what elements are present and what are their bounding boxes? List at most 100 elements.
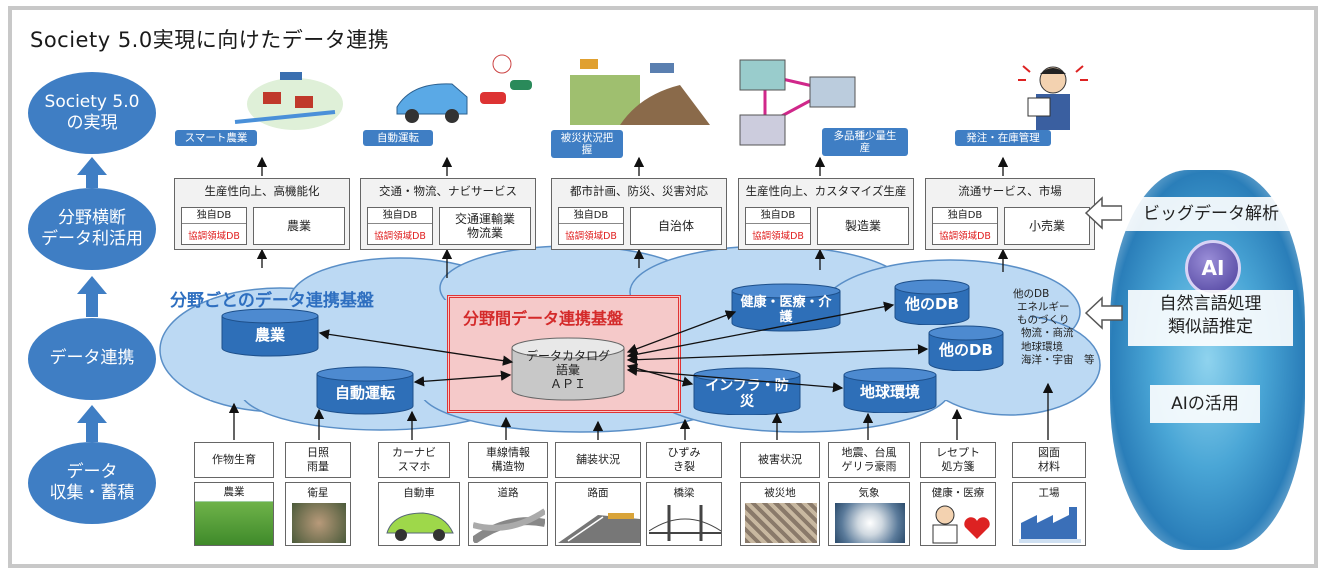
road-surface-icon bbox=[558, 513, 640, 543]
coop-db-label: 協調領域DB bbox=[752, 231, 804, 242]
source-image-agriculture: 農業 bbox=[194, 482, 274, 546]
app-label-high-mix-production: 多品種少量生 産 bbox=[822, 128, 908, 157]
source-data-label: 作物生育 bbox=[194, 442, 274, 478]
source-data-label: ひずみ き裂 bbox=[646, 442, 722, 478]
db-node-shape bbox=[894, 279, 970, 325]
hub-platform-title: 分野間データ連携基盤 bbox=[463, 309, 624, 328]
up-arrow-icon bbox=[77, 157, 107, 188]
db-node-shape bbox=[316, 366, 414, 415]
source-data-label: 舗装状況 bbox=[555, 442, 641, 478]
own-db-box: 独自DB 協調領域DB bbox=[558, 207, 624, 245]
disaster-photo bbox=[745, 503, 817, 543]
db-node-earth-env: 地球環境 bbox=[859, 383, 920, 402]
other-db-item: エネルギー bbox=[1017, 301, 1070, 314]
hollow-left-arrow-icon bbox=[1084, 196, 1123, 230]
coop-db-label: 協調領域DB bbox=[188, 231, 240, 242]
domain-box-agriculture: 生産性向上、高機能化 独自DB 協調領域DB 農業 bbox=[174, 178, 350, 250]
domain-title: 流通サービス、市場 bbox=[958, 184, 1062, 198]
other-db-item: 他のDB bbox=[1013, 288, 1050, 300]
source-name: 自動車 bbox=[403, 487, 435, 499]
up-arrow-icon bbox=[77, 405, 107, 442]
up-arrow-icon bbox=[77, 276, 107, 317]
ai-usage-label: AIの活用 bbox=[1150, 385, 1260, 423]
source-name: 衛星 bbox=[307, 487, 329, 499]
coop-db-label: 協調領域DB bbox=[565, 231, 617, 242]
source-image-weather: 気象 bbox=[828, 482, 910, 546]
bigdata-analysis-label: ビッグデータ解析 bbox=[1122, 197, 1300, 231]
satellite-photo bbox=[292, 503, 346, 543]
own-db-box: 独自DB 協調領域DB bbox=[367, 207, 433, 245]
db-node-other-1: 他のDB bbox=[905, 295, 959, 314]
app-label-smart-farming: スマート農業 bbox=[175, 130, 257, 147]
domain-title: 都市計画、防災、災害対応 bbox=[570, 184, 708, 198]
factory-network-illustration bbox=[739, 59, 856, 146]
ai-badge: AI bbox=[1185, 240, 1241, 296]
domain-title: 生産性向上、高機能化 bbox=[204, 184, 320, 198]
own-db-label: 独自DB bbox=[933, 208, 997, 224]
source-data-label: 地震、台風 ゲリラ豪雨 bbox=[828, 442, 910, 478]
own-db-label: 独自DB bbox=[559, 208, 623, 224]
source-name: 橋梁 bbox=[673, 487, 695, 499]
own-db-label: 独自DB bbox=[746, 208, 810, 224]
source-data-label: 図面 材料 bbox=[1012, 442, 1086, 478]
level-society: Society 5.0 の実現 bbox=[28, 72, 156, 154]
own-db-box: 独自DB 協調領域DB bbox=[745, 207, 811, 245]
domain-name: 交通運輸業 物流業 bbox=[439, 207, 531, 245]
other-db-item: 海洋・宇宙 等 bbox=[1021, 353, 1095, 366]
car-icon bbox=[386, 512, 454, 541]
domain-box-manufacturing: 生産性向上、カスタマイズ生産 独自DB 協調領域DB 製造業 bbox=[738, 178, 914, 250]
db-node-shape bbox=[928, 325, 1004, 371]
source-image-car: 自動車 bbox=[378, 482, 460, 546]
coop-db-label: 協調領域DB bbox=[374, 231, 426, 242]
domain-title: 生産性向上、カスタマイズ生産 bbox=[745, 184, 907, 198]
order-clerk-illustration bbox=[1018, 65, 1088, 130]
source-data-label: 被害状況 bbox=[740, 442, 820, 478]
catalog-db-cylinder bbox=[511, 337, 625, 401]
own-db-box: 独自DB 協調領域DB bbox=[181, 207, 247, 245]
source-image-road: 道路 bbox=[468, 482, 548, 546]
app-label-damage-assessment: 被災状況把 握 bbox=[551, 130, 623, 159]
source-name: 路面 bbox=[587, 487, 609, 499]
other-db-item: 地球環境 bbox=[1021, 340, 1063, 353]
source-name: 農業 bbox=[195, 483, 273, 501]
source-image-satellite: 衛星 bbox=[285, 482, 351, 546]
source-name: 気象 bbox=[858, 487, 880, 499]
app-label-order-inventory: 発注・在庫管理 bbox=[955, 130, 1051, 147]
domain-name: 自治体 bbox=[630, 207, 722, 245]
smart-farm-illustration bbox=[234, 72, 343, 130]
source-data-label: 日照 雨量 bbox=[285, 442, 351, 478]
source-name: 健康・医療 bbox=[931, 487, 985, 499]
doctor-heart-icon bbox=[932, 505, 990, 544]
db-node-agriculture: 農業 bbox=[254, 326, 285, 345]
source-data-label: カーナビ スマホ bbox=[378, 442, 450, 478]
source-name: 工場 bbox=[1038, 487, 1060, 499]
db-node-autonomous: 自動運転 bbox=[334, 384, 395, 403]
ai-background bbox=[1110, 170, 1305, 550]
own-db-label: 独自DB bbox=[182, 208, 246, 224]
nlp-label: 自然言語処理 類似語推定 bbox=[1128, 290, 1293, 346]
own-db-label: 独自DB bbox=[368, 208, 432, 224]
source-image-healthcare: 健康・医療 bbox=[920, 482, 996, 546]
domain-title: 交通・物流、ナビサービス bbox=[379, 184, 517, 198]
bridge-icon bbox=[649, 505, 721, 541]
disaster-illustration bbox=[570, 59, 710, 125]
autonomous-car-illustration bbox=[396, 54, 532, 123]
db-node-shape bbox=[843, 367, 937, 413]
domain-box-retail: 流通サービス、市場 独自DB 協調領域DB 小売業 bbox=[925, 178, 1095, 250]
factory-icon bbox=[1019, 507, 1081, 543]
domain-name: 製造業 bbox=[817, 207, 909, 245]
db-node-other-2: 他のDB bbox=[939, 341, 993, 360]
source-image-disaster-area: 被災地 bbox=[740, 482, 820, 546]
source-name: 道路 bbox=[497, 487, 519, 499]
domain-box-transport: 交通・物流、ナビサービス 独自DB 協調領域DB 交通運輸業 物流業 bbox=[360, 178, 536, 250]
source-name: 被災地 bbox=[764, 487, 796, 499]
diagram-title: Society 5.0実現に向けたデータ連携 bbox=[30, 28, 390, 52]
level-collect: データ 収集・蓄積 bbox=[28, 442, 156, 524]
db-node-shape bbox=[221, 308, 319, 357]
app-label-autonomous-driving: 自動運転 bbox=[363, 130, 433, 147]
field-platform-label: 分野ごとのデータ連携基盤 bbox=[170, 291, 374, 311]
source-data-label: レセプト 処方箋 bbox=[920, 442, 996, 478]
domain-name: 農業 bbox=[253, 207, 345, 245]
own-db-box: 独自DB 協調領域DB bbox=[932, 207, 998, 245]
